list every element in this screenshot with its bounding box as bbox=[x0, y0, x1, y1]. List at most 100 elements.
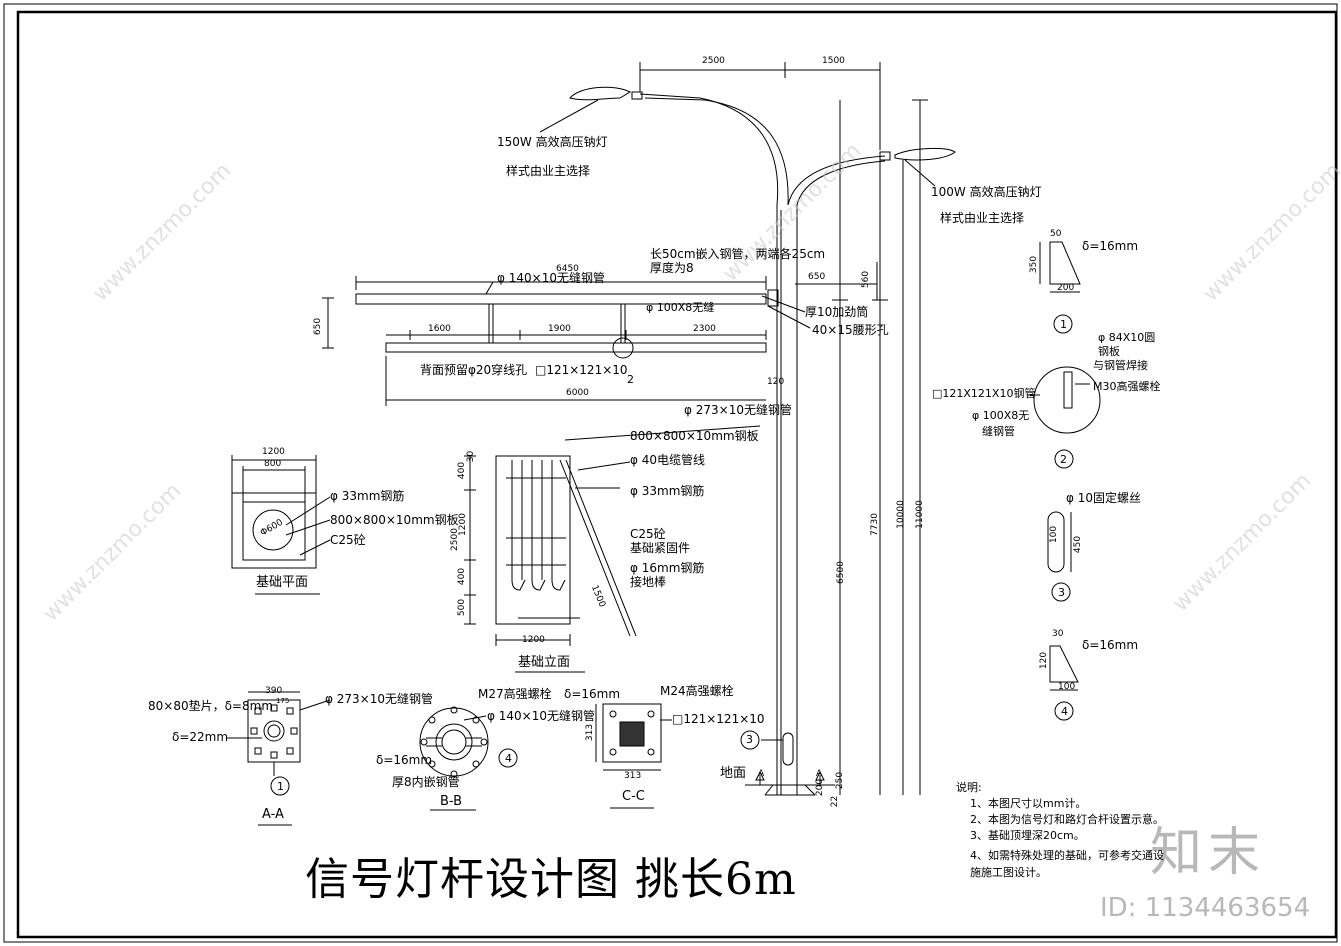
dim-650-right: 650 bbox=[808, 272, 826, 282]
section-aa-title: A-A bbox=[262, 807, 284, 822]
note-3: 3、基础顶埋深20cm。 bbox=[970, 829, 1085, 842]
detail-2-number: 2 bbox=[1060, 453, 1067, 466]
plan-dim-800: 800 bbox=[264, 459, 282, 469]
back-hole-label: 背面预留φ20穿线孔 bbox=[420, 363, 528, 377]
cable-label: φ 40电缆管线 bbox=[630, 453, 706, 467]
elev-dim-400a: 400 bbox=[457, 461, 468, 480]
d2-tube-label: φ 100X8无 bbox=[972, 409, 1030, 422]
cc-dim-313v: 313 bbox=[585, 723, 596, 742]
dim-120: 120 bbox=[767, 377, 785, 387]
d1-dim-50: 50 bbox=[1050, 229, 1062, 239]
anchor-label: 基础紧固件 bbox=[630, 541, 691, 555]
plate-800-label: 800×800×10mm钢板 bbox=[630, 429, 759, 443]
dim-6500: 6500 bbox=[835, 561, 846, 584]
elev-dim-500: 500 bbox=[457, 598, 468, 617]
foundation-plan-title: 基础平面 bbox=[256, 575, 309, 590]
cc-dim-313h: 313 bbox=[624, 771, 642, 781]
lower-lamp-note: 样式由业主选择 bbox=[940, 211, 1025, 225]
elev-dim-1200v: 1200 bbox=[457, 513, 468, 536]
cc-tube-label: □121×121×10 bbox=[672, 712, 765, 726]
bb-inner-label: 厚8内嵌钢管 bbox=[392, 775, 460, 789]
dim-650-left: 650 bbox=[313, 317, 324, 336]
section-cc-title: C-C bbox=[622, 789, 645, 804]
d4-delta: δ=16mm bbox=[1082, 638, 1139, 652]
aa-pad-label: 80×80垫片，δ=8mm bbox=[148, 699, 274, 713]
dim-200-base: 200 bbox=[815, 778, 826, 797]
d4-dim-100: 100 bbox=[1058, 682, 1076, 692]
upper-lamp-note: 样式由业主选择 bbox=[506, 164, 591, 178]
section-a-marker-left: A bbox=[758, 769, 765, 779]
upper-arm-tube-label: φ 140×10无缝钢管 bbox=[497, 271, 605, 285]
dim-1500: 1500 bbox=[822, 56, 845, 66]
dim-1900: 1900 bbox=[548, 324, 571, 334]
dim-6450: 6450 bbox=[556, 264, 579, 274]
note-4: 4、如需特殊处理的基础，可参考交通设施施工图设计。 bbox=[970, 849, 1164, 879]
note-2: 2、本图为信号灯和路灯合杆设置示意。 bbox=[970, 813, 1164, 826]
note-1: 1、本图尺寸以mm计。 bbox=[970, 797, 1087, 810]
detail-4-number: 4 bbox=[1061, 705, 1068, 718]
elev-dim-30: 30 bbox=[466, 450, 477, 463]
d1-dim-200: 200 bbox=[1057, 283, 1075, 293]
detail-1-number: 1 bbox=[1060, 318, 1067, 331]
dim-560: 560 bbox=[861, 270, 872, 289]
aa-dim-390: 390 bbox=[265, 686, 283, 696]
cc-delta-label: δ=16mm bbox=[564, 687, 621, 701]
callout-2-number: 2 bbox=[627, 373, 634, 386]
ground-label: 地面 bbox=[720, 766, 747, 781]
d3-dim-450: 450 bbox=[1073, 535, 1084, 554]
d2-bolt-label: M30高强螺栓 bbox=[1093, 380, 1161, 393]
rebar-33-label: φ 33mm钢筋 bbox=[630, 484, 705, 498]
square-tube-label: □121×121×10 bbox=[535, 363, 628, 377]
bb-tube-label: φ 140×10无缝钢管 bbox=[487, 709, 595, 723]
elev-dim-400b: 400 bbox=[457, 567, 468, 586]
aa-dim-175: 175 bbox=[276, 697, 290, 705]
stiffener-label: 厚10加劲筒 bbox=[805, 305, 869, 319]
d2-weld-label: 与钢管焊接 bbox=[1093, 359, 1148, 372]
d4-dim-30: 30 bbox=[1052, 629, 1064, 639]
thickness-8-label: 厚度为8 bbox=[650, 261, 694, 275]
d1-dim-350: 350 bbox=[1029, 255, 1040, 274]
dim-10000: 10000 bbox=[895, 500, 906, 529]
lower-lamp-label: 100W 高效高压钠灯 bbox=[931, 185, 1042, 199]
aa-tube-label: φ 273×10无缝钢管 bbox=[325, 692, 433, 706]
dim-2300: 2300 bbox=[693, 324, 716, 334]
plan-rebar-label: φ 33mm钢筋 bbox=[330, 489, 405, 503]
bb-delta-label: δ=16mm bbox=[376, 753, 433, 767]
drawing-title: 信号灯杆设计图 挑长6m bbox=[305, 854, 797, 905]
dim-7730: 7730 bbox=[869, 513, 880, 536]
elev-dim-1200: 1200 bbox=[522, 635, 545, 645]
dim-250-base: 250 bbox=[835, 771, 846, 790]
upper-lamp-label: 150W 高效高压钠灯 bbox=[497, 135, 608, 149]
dim-22-base: 22 bbox=[830, 795, 841, 808]
section-bb-title: B-B bbox=[440, 794, 463, 809]
plan-concrete-label: C25砼 bbox=[330, 533, 366, 547]
d2-plate-label: φ 84X10圆 bbox=[1098, 331, 1156, 344]
c25-label: C25砼 bbox=[630, 527, 666, 541]
main-pole-label: φ 273×10无缝钢管 bbox=[684, 403, 792, 417]
image-id-watermark: ID: 1134463654 bbox=[1100, 893, 1311, 923]
slot-hole-label: 40×15腰形孔 bbox=[812, 323, 889, 337]
detail-3-number: 3 bbox=[1058, 586, 1065, 599]
plan-plate-label: 800×800×10mm钢板 bbox=[330, 513, 459, 527]
embed-tube-label: 长50cm嵌入钢管，两端各25cm bbox=[650, 247, 826, 261]
aa-callout: 1 bbox=[277, 780, 284, 793]
d2-sq-label: □121X121X10钢管 bbox=[932, 387, 1036, 400]
d2-plate-label-2: 钢板 bbox=[1098, 345, 1120, 358]
d4-dim-120: 120 bbox=[1039, 651, 1050, 670]
dim-11000: 11000 bbox=[914, 500, 925, 529]
d3-dim-100: 100 bbox=[1049, 525, 1060, 544]
d3-screw-label: φ 10固定螺丝 bbox=[1066, 491, 1142, 505]
callout-3-number: 3 bbox=[746, 733, 753, 746]
dim-1600: 1600 bbox=[428, 324, 451, 334]
cc-bolt-label: M24高强螺栓 bbox=[660, 684, 734, 698]
aa-delta-label: δ=22mm bbox=[172, 730, 229, 744]
dim-2500: 2500 bbox=[702, 56, 725, 66]
ground-rod-label: 接地棒 bbox=[630, 575, 667, 589]
section-a-marker-right: A bbox=[816, 769, 823, 779]
d2-tube-label-2: 缝钢管 bbox=[982, 425, 1015, 438]
brand-watermark: 知末 bbox=[1150, 823, 1267, 883]
bb-bolt-label: M27高强螺栓 bbox=[478, 687, 552, 701]
notes-heading: 说明: bbox=[956, 781, 982, 794]
